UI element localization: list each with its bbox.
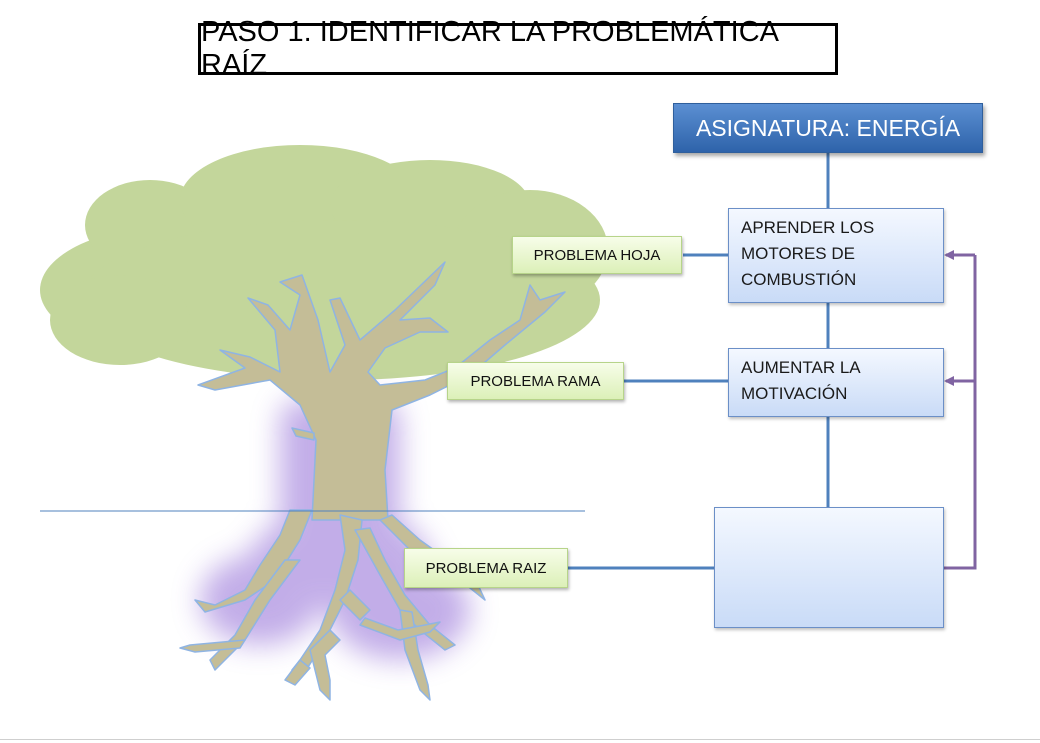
feedback-line xyxy=(943,255,977,570)
page-title: PASO 1. IDENTIFICAR LA PROBLEMÁTICA RAÍZ xyxy=(198,16,838,81)
branch-problem-text: AUMENTAR LA MOTIVACIÓN xyxy=(741,358,860,403)
bottom-divider xyxy=(0,739,1040,740)
root-problem-label: PROBLEMA RAIZ xyxy=(404,548,568,588)
root-problem-box xyxy=(714,507,944,628)
leaf-problem-label: PROBLEMA HOJA xyxy=(512,236,682,274)
subject-header: ASIGNATURA: ENERGÍA xyxy=(673,103,983,153)
branch-problem-box: AUMENTAR LA MOTIVACIÓN xyxy=(728,348,944,417)
leaf-problem-text: APRENDER LOS MOTORES DE COMBUSTIÓN xyxy=(741,218,875,289)
tree-trunk xyxy=(197,261,566,521)
branch-problem-label: PROBLEMA RAMA xyxy=(447,362,624,400)
leaf-problem-box: APRENDER LOS MOTORES DE COMBUSTIÓN xyxy=(728,208,944,303)
